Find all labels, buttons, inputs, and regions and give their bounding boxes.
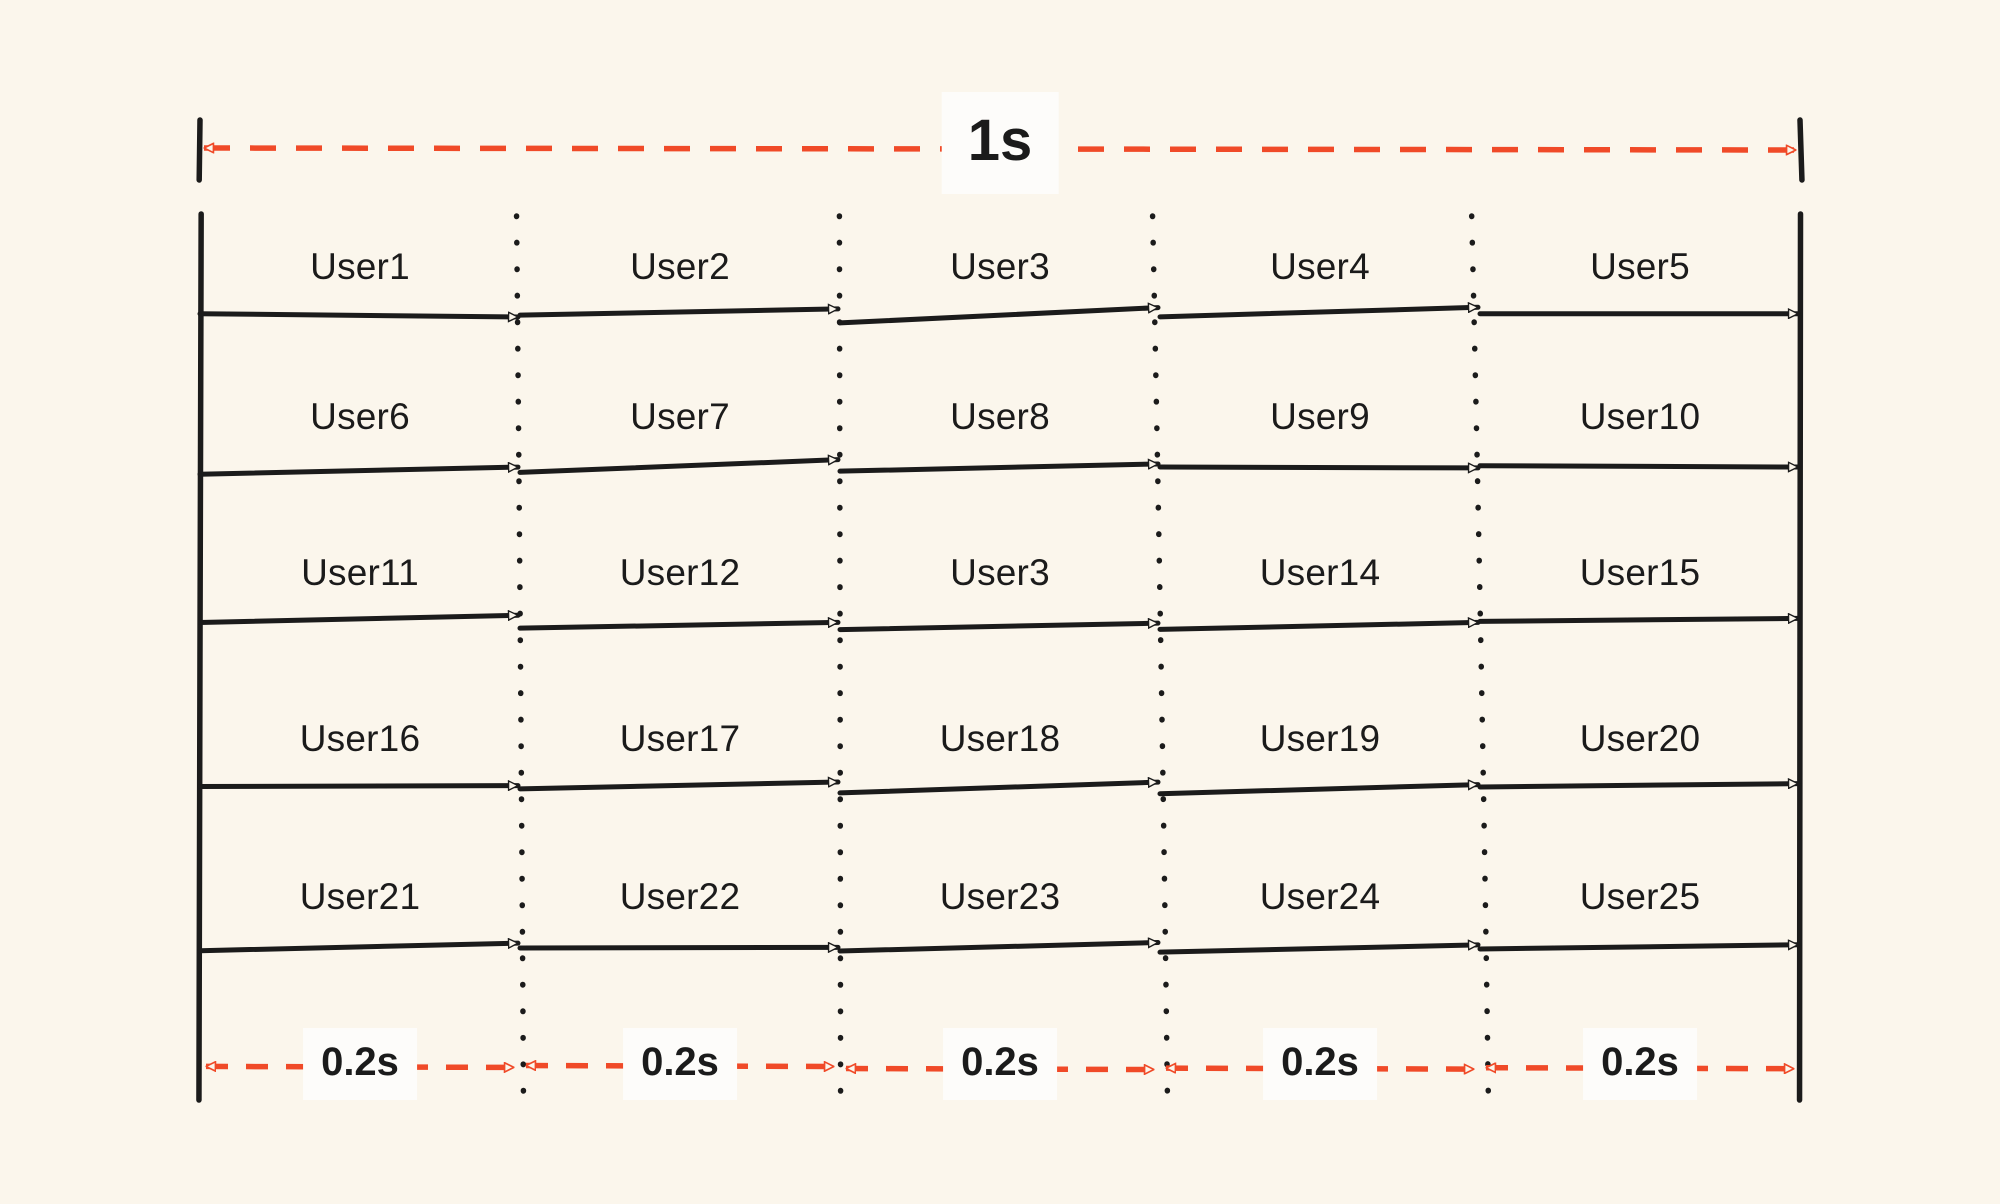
user-label-r2-c2: User7	[630, 396, 730, 437]
user-arrow-r1-c4	[1157, 307, 1481, 320]
user-arrow-r3-c3	[837, 623, 1161, 633]
user-arrow-r5-c2	[517, 947, 841, 948]
user-label-r1-c2: User2	[630, 246, 730, 287]
user-arrow-r4-c3	[837, 782, 1161, 796]
user-label-r2-c5: User10	[1579, 396, 1701, 437]
user-label-r5-c3: User23	[939, 876, 1061, 917]
user-label-r5-c4: User24	[1259, 876, 1381, 917]
user-label-r5-c1: User21	[299, 876, 421, 917]
user-label-r3-c3: User3	[950, 552, 1050, 593]
user-arrow-r1-c2	[517, 309, 841, 318]
user-arrow-r2-c4	[1157, 467, 1481, 468]
total-duration-label: 1s	[941, 92, 1059, 194]
user-label-r2-c1: User6	[310, 396, 410, 437]
user-arrow-r4-c4	[1157, 785, 1481, 797]
user-arrow-rows	[197, 307, 1801, 955]
user-label-r5-c2: User22	[619, 876, 741, 917]
frame-line-right	[1796, 211, 1804, 1103]
frame-line-left-tick	[196, 117, 203, 183]
segment-duration-arrow-3	[846, 1069, 1154, 1070]
user-arrow-r5-c1	[197, 943, 521, 954]
segment-duration-arrow-2	[526, 1066, 834, 1067]
segment-duration-label-4: 0.2s	[1263, 1028, 1377, 1100]
user-label-r4-c1: User16	[299, 718, 421, 759]
user-label-r3-c5: User15	[1579, 552, 1701, 593]
user-label-r5-c5: User25	[1579, 876, 1701, 917]
segment-duration-label-3: 0.2s	[943, 1028, 1057, 1100]
user-arrow-r3-c1	[197, 615, 521, 625]
user-label-r4-c3: User18	[939, 718, 1061, 759]
user-arrow-r4-c2	[517, 782, 841, 792]
user-arrow-r5-c3	[837, 943, 1161, 954]
frame-line-right-tick	[1797, 117, 1805, 183]
segment-duration-arrow-5	[1486, 1068, 1794, 1069]
segment-duration-arrow-1	[206, 1066, 514, 1067]
divider-line-2	[836, 213, 844, 1097]
divider-line-4	[1468, 213, 1492, 1097]
user-label-r1-c5: User5	[1590, 246, 1690, 287]
user-label-r1-c4: User4	[1270, 246, 1370, 287]
user-label-r4-c2: User17	[619, 718, 741, 759]
frame-line-left	[196, 211, 204, 1103]
user-label-r4-c4: User19	[1259, 718, 1381, 759]
divider-line-1	[513, 213, 527, 1097]
user-label-r1-c3: User3	[950, 246, 1050, 287]
user-arrow-r1-c1	[197, 311, 521, 317]
user-label-r1-c1: User1	[310, 246, 410, 287]
user-arrow-r3-c4	[1157, 622, 1481, 632]
divider-lines	[513, 213, 1492, 1097]
divider-line-3	[1149, 213, 1171, 1097]
user-arrow-r5-c5	[1477, 945, 1801, 952]
user-arrow-r4-c1	[197, 786, 521, 787]
segment-duration-label-1: 0.2s	[303, 1028, 417, 1100]
segment-duration-label-2: 0.2s	[623, 1028, 737, 1100]
user-label-r3-c2: User12	[619, 552, 741, 593]
user-arrow-r1-c3	[837, 308, 1161, 326]
user-label-r3-c4: User14	[1259, 552, 1381, 593]
user-arrow-r2-c1	[197, 467, 521, 477]
segment-duration-arrow-4	[1166, 1068, 1474, 1069]
segment-duration-label-5: 0.2s	[1583, 1028, 1697, 1100]
frame-lines	[196, 117, 1805, 1103]
user-arrow-r2-c5	[1477, 466, 1801, 467]
user-arrow-r3-c5	[1477, 618, 1801, 621]
user-label-r3-c1: User11	[301, 552, 419, 593]
user-label-r4-c5: User20	[1579, 718, 1701, 759]
user-arrow-r3-c2	[517, 622, 841, 631]
user-arrow-r5-c4	[1157, 945, 1481, 955]
user-arrow-r2-c3	[837, 464, 1161, 474]
user-label-r2-c4: User9	[1270, 396, 1370, 437]
user-arrow-r4-c5	[1477, 784, 1801, 790]
user-arrow-r2-c2	[517, 460, 841, 475]
user-label-r2-c3: User8	[950, 396, 1050, 437]
